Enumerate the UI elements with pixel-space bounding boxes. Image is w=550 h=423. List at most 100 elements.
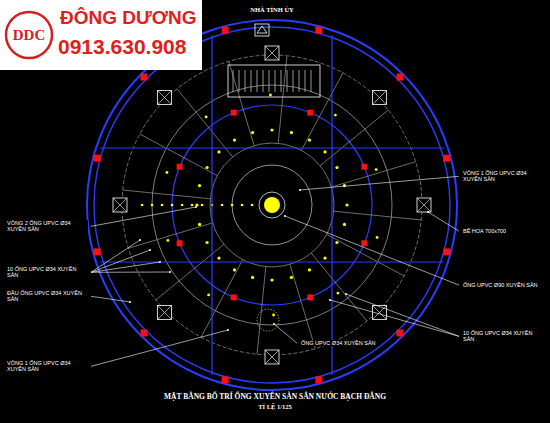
pipe-dot bbox=[290, 131, 293, 134]
spoke-line bbox=[290, 264, 315, 348]
spoke-line bbox=[331, 162, 415, 187]
orientation-label: NHÀ TỈNH ỦY bbox=[249, 6, 295, 13]
column-mark bbox=[222, 376, 229, 383]
column-mark bbox=[231, 110, 237, 116]
pipe-dot bbox=[221, 204, 224, 207]
flower-box bbox=[372, 91, 386, 105]
leader-line bbox=[428, 212, 459, 231]
column-mark bbox=[231, 294, 237, 300]
pipe-dot bbox=[217, 256, 220, 259]
column-mark bbox=[307, 294, 313, 300]
leader-dot bbox=[427, 211, 429, 213]
pipe-dot bbox=[207, 293, 210, 296]
pipe-dot bbox=[270, 278, 273, 281]
column-mark bbox=[361, 240, 367, 246]
column-mark bbox=[141, 74, 148, 81]
callout-note: ỐNG UPVC Ø90 XUYÊN SÀN bbox=[462, 282, 539, 288]
column-mark bbox=[177, 240, 183, 246]
leader-line bbox=[346, 294, 459, 336]
callout-note: ĐẦU ỐNG UPVC Ø34 XUYÊN SÀN bbox=[6, 290, 88, 303]
callout-note: VÒNG 2 ỐNG UPVC Ø34 XUYÊN SÀN bbox=[6, 220, 88, 233]
spoke-line bbox=[177, 89, 233, 157]
ring bbox=[210, 143, 334, 267]
leader-line bbox=[274, 324, 297, 343]
pump-rack bbox=[228, 65, 320, 97]
flower-box bbox=[158, 91, 172, 105]
flower-box bbox=[417, 198, 431, 212]
pipe-dot bbox=[334, 114, 337, 117]
spoke-line bbox=[278, 56, 287, 144]
leader-line bbox=[91, 272, 170, 273]
flower-box bbox=[158, 305, 172, 319]
pipe-dot bbox=[343, 223, 346, 226]
callout-note: 10 ỐNG UPVC Ø34 XUYÊN SÀN bbox=[462, 330, 544, 343]
pipe-dot bbox=[205, 166, 208, 169]
pipe-dot bbox=[181, 204, 184, 207]
pipe-dot bbox=[217, 150, 220, 153]
leader-dot bbox=[273, 323, 275, 325]
pipe-dot bbox=[270, 128, 273, 131]
leader-line bbox=[300, 176, 459, 190]
spoke-line bbox=[201, 260, 243, 338]
pipe-dot bbox=[198, 184, 201, 187]
pipe-dot bbox=[308, 268, 311, 271]
pipe-dot bbox=[233, 138, 236, 141]
leader-line bbox=[91, 330, 228, 366]
pipe-dot bbox=[337, 292, 340, 295]
logo-mark: DDC bbox=[4, 28, 54, 43]
leader-dot bbox=[149, 249, 151, 251]
phone-number: 0913.630.908 bbox=[58, 36, 186, 57]
outer-ring bbox=[87, 20, 457, 390]
pipe-dot bbox=[290, 276, 293, 279]
ring bbox=[232, 165, 312, 245]
leader-line bbox=[91, 296, 130, 302]
column-mark bbox=[315, 27, 322, 34]
pipe-dot bbox=[241, 204, 244, 207]
pipe-dot bbox=[269, 94, 272, 97]
column-mark bbox=[141, 329, 148, 336]
pipe-dot bbox=[166, 239, 169, 242]
callout-note: 10 ỐNG UPVC Ø34 XUYÊN SÀN bbox=[6, 266, 88, 279]
pipe-dot bbox=[205, 116, 208, 119]
leader-dot bbox=[139, 239, 141, 241]
pipe-dot bbox=[251, 204, 254, 207]
spoke-line bbox=[123, 190, 211, 199]
column-mark bbox=[443, 248, 450, 255]
leader-dot bbox=[227, 329, 229, 331]
pipe-dot bbox=[166, 171, 169, 174]
inner-ring bbox=[94, 27, 450, 383]
pipe-dot bbox=[171, 204, 174, 207]
flower-box bbox=[265, 350, 279, 364]
leader-dot bbox=[159, 261, 161, 263]
pipe-dot bbox=[201, 204, 204, 207]
leader-dot bbox=[129, 301, 131, 303]
dashed-ring bbox=[122, 55, 422, 355]
leader-line bbox=[91, 262, 160, 272]
leader-dot bbox=[329, 299, 331, 301]
pipe-dot bbox=[345, 203, 348, 206]
spoke-line bbox=[311, 253, 367, 321]
flower-box bbox=[113, 198, 127, 212]
spoke-line bbox=[257, 267, 266, 355]
leader-line bbox=[285, 216, 459, 285]
column-mark bbox=[222, 27, 229, 34]
pipe-dot bbox=[205, 241, 208, 244]
ring bbox=[152, 85, 392, 325]
leader-dot bbox=[345, 293, 347, 295]
north-arrow bbox=[255, 24, 269, 36]
pipe-dot bbox=[335, 166, 338, 169]
leader-dot bbox=[169, 271, 171, 273]
pipe-dot bbox=[198, 223, 201, 226]
spoke-line bbox=[334, 211, 422, 220]
pipe-dot bbox=[251, 276, 254, 279]
flower-box bbox=[265, 46, 279, 60]
leader-line bbox=[91, 240, 140, 272]
column-mark bbox=[307, 110, 313, 116]
leader-line bbox=[91, 250, 150, 272]
pipe-dot bbox=[233, 268, 236, 271]
pipe-dot bbox=[272, 314, 275, 317]
leader-line bbox=[330, 300, 459, 336]
callout-note: VÒNG 1 ỐNG UPVC Ø34 XUYÊN SÀN bbox=[6, 360, 88, 373]
spoke-line bbox=[320, 110, 388, 166]
pipe-dot bbox=[343, 184, 346, 187]
